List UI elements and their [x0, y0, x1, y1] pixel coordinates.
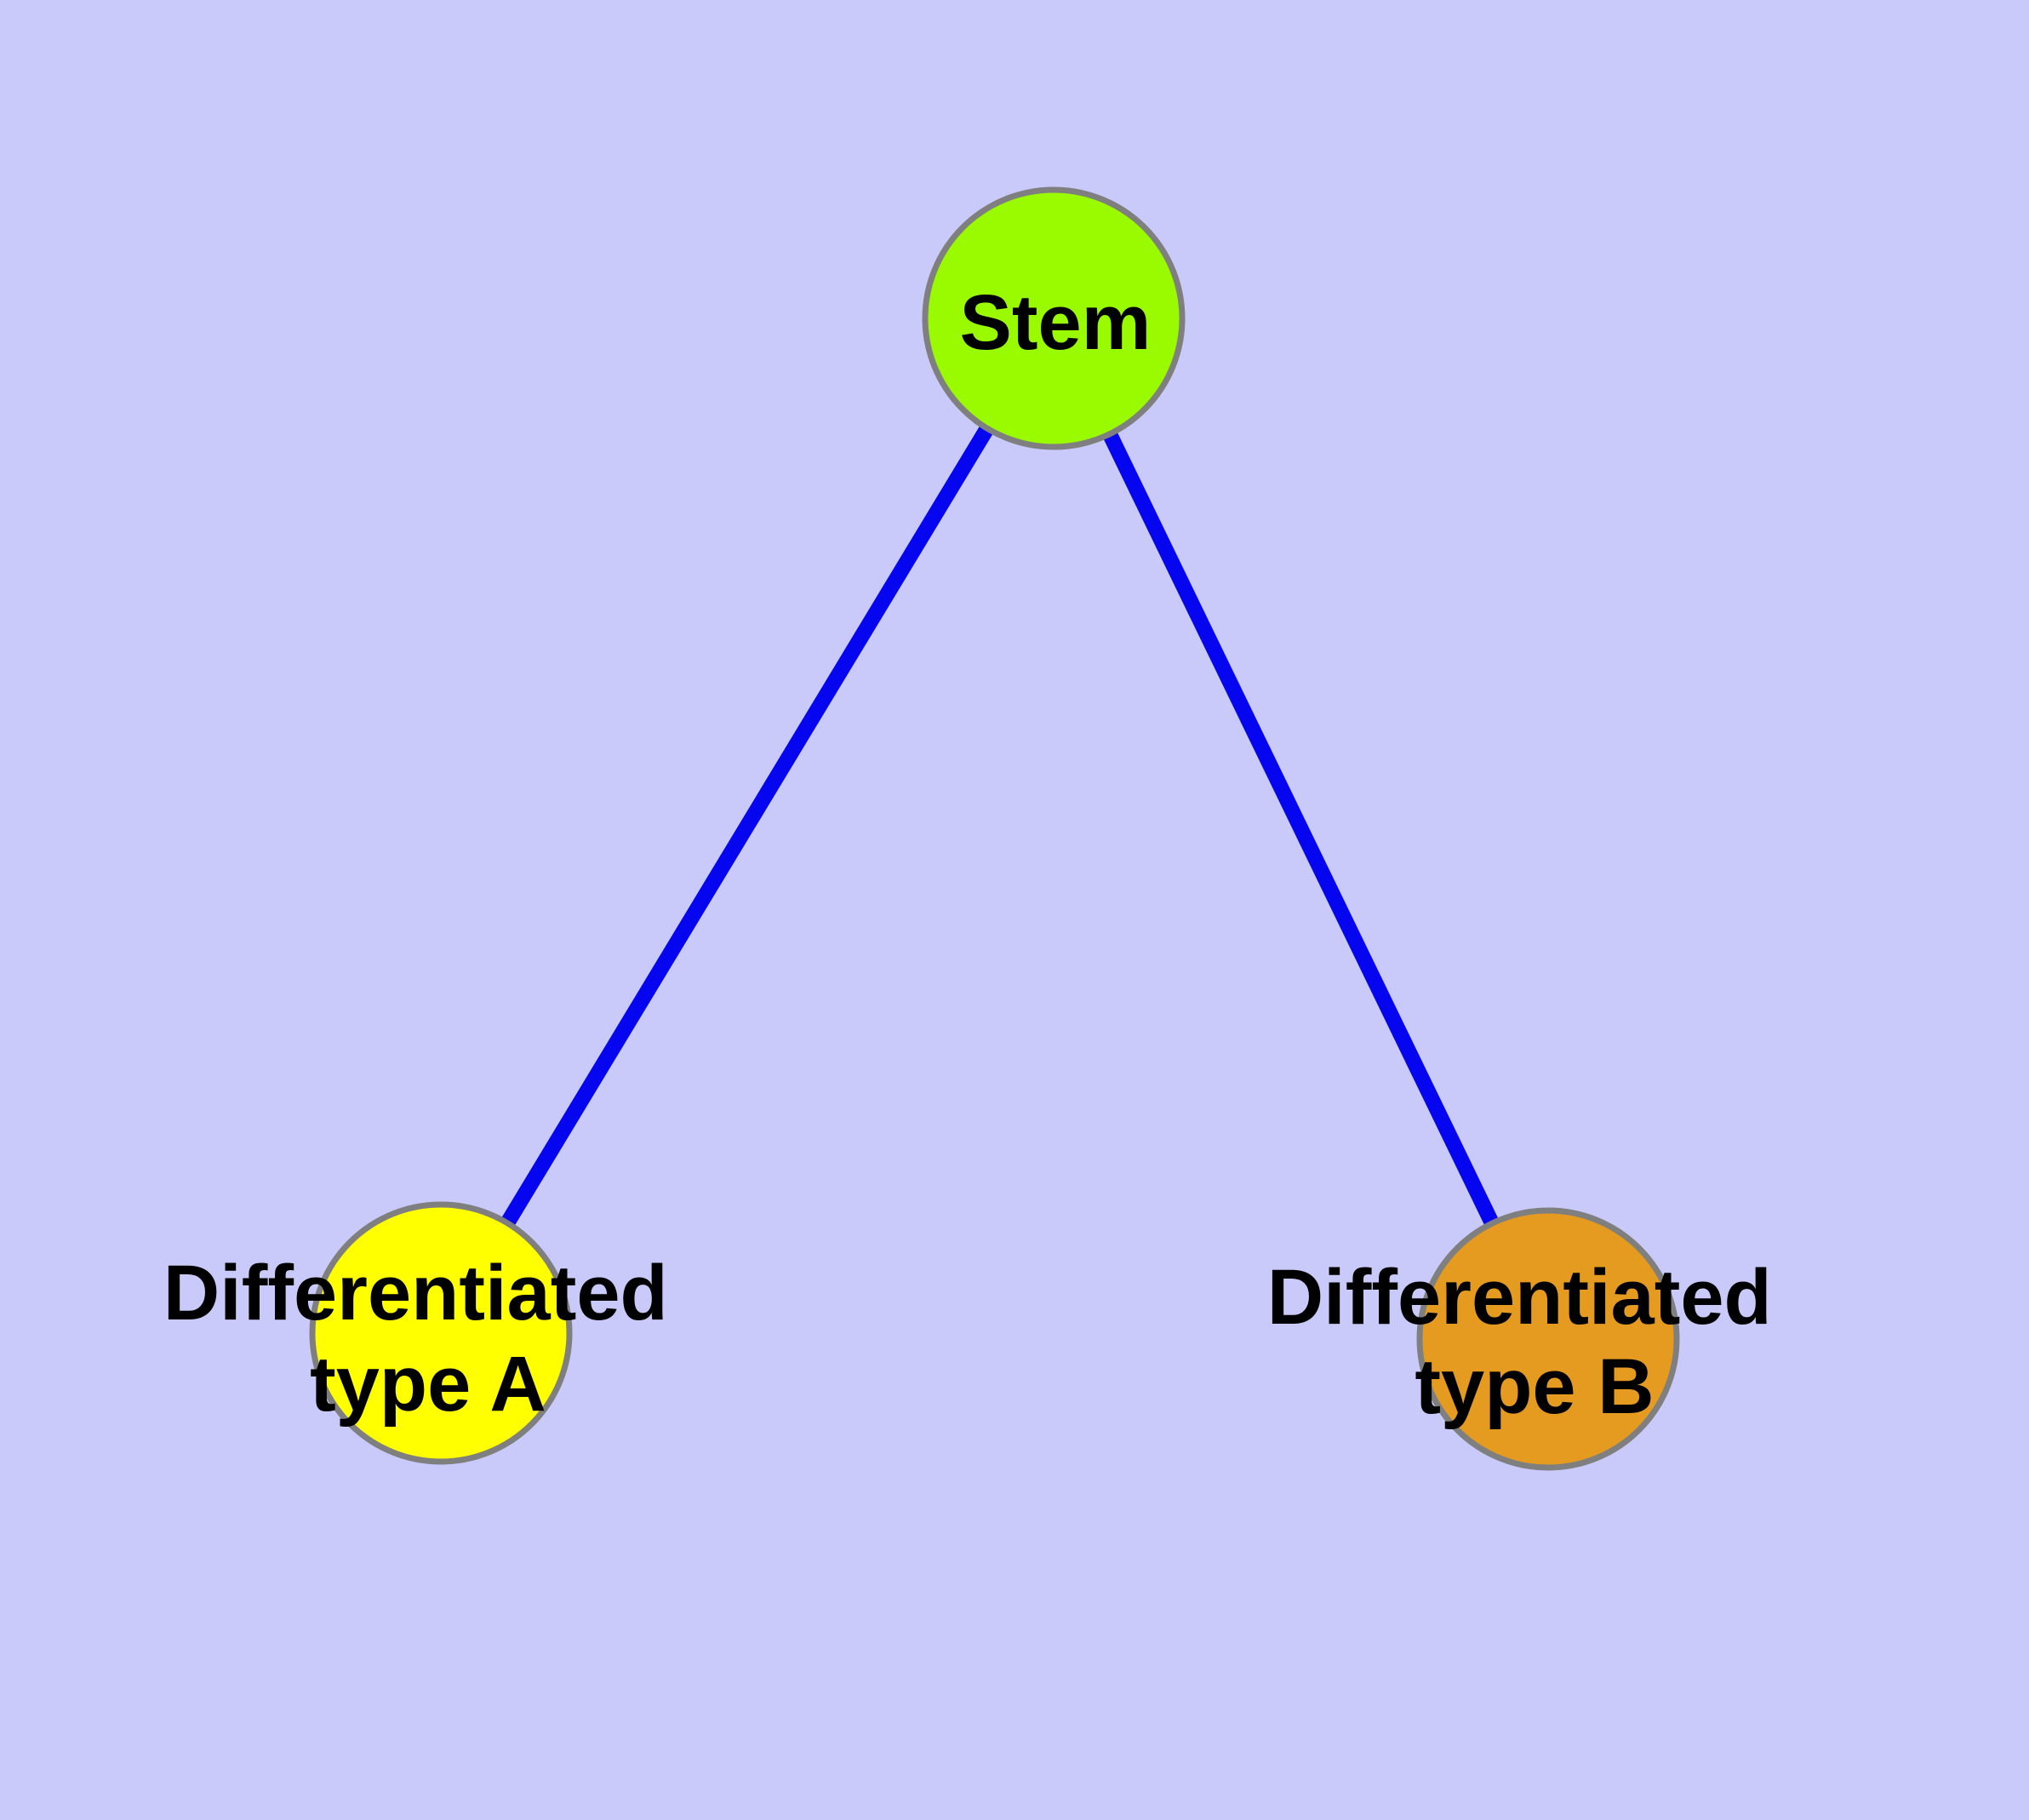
edge-stem-to-type-a [434, 314, 1060, 1337]
edge-layer [434, 314, 1556, 1342]
node-differentiated-type-a[interactable]: Differentiated type A [163, 1201, 690, 1465]
node-type-b-label-line2: type B [1415, 1343, 1654, 1430]
node-type-a-label: Differentiated type A [163, 1250, 690, 1428]
node-stem-label: Stem [960, 279, 1152, 366]
node-differentiated-type-b[interactable]: Differentiated type B [1267, 1207, 1794, 1471]
node-type-a-circle[interactable] [309, 1201, 573, 1465]
node-type-a-label-line2: type A [310, 1341, 546, 1428]
node-stem-circle[interactable] [922, 186, 1186, 450]
edge-stem-to-type-b [1046, 315, 1556, 1342]
node-type-b-label-line1: Differentiated [1267, 1254, 1772, 1341]
node-type-b-circle[interactable] [1416, 1207, 1680, 1471]
node-type-a-label-line1: Differentiated [163, 1250, 668, 1336]
node-type-b-label: Differentiated type B [1267, 1254, 1794, 1430]
node-stem[interactable]: Stem [922, 186, 1186, 450]
